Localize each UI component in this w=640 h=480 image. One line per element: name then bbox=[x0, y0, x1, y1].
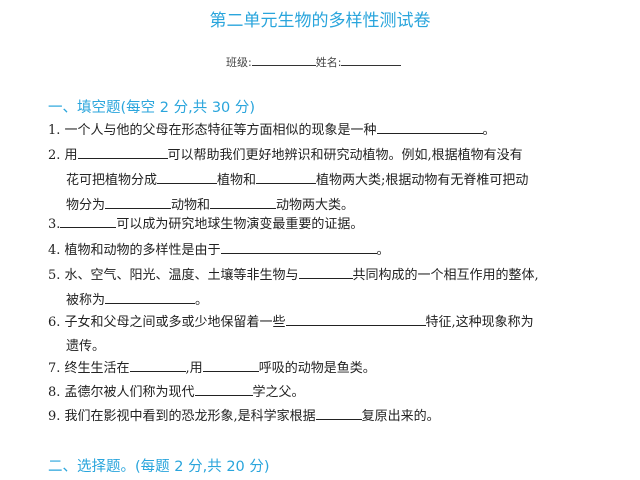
student-info: 班级: 姓名: bbox=[226, 53, 402, 70]
answer-blank[interactable] bbox=[220, 238, 377, 254]
q6-line-1: 6. 子女和父母之间或多或少地保留着一些 特征,这种现象称为 bbox=[48, 310, 534, 335]
q5-text: 共同构成的一个相互作用的整体, bbox=[352, 268, 539, 283]
class-label: 班级: bbox=[226, 56, 252, 69]
q2-text: 动物和 bbox=[171, 198, 211, 213]
q2-line-2: 花可把植物分成 植物和 植物两大类;根据动物有无脊椎可把动 bbox=[48, 168, 528, 193]
answer-blank[interactable] bbox=[285, 310, 426, 326]
q5-line-2: 被称为 。 bbox=[48, 288, 539, 313]
section-heading-multiple-choice: 二、选择题。(每题 2 分,共 20 分) bbox=[48, 459, 270, 475]
answer-blank[interactable] bbox=[202, 356, 259, 372]
question-2: 2. 用 可以帮助我们更好地辨识和研究动植物。例如,根据植物有没有 花可把植物分成… bbox=[48, 143, 528, 218]
q2-text: 花可把植物分成 bbox=[66, 173, 158, 188]
q4-text: 。 bbox=[376, 243, 390, 258]
q8-text: 8. 孟德尔被人们称为现代 bbox=[48, 385, 195, 400]
q2-text: 动物两大类。 bbox=[276, 198, 355, 213]
answer-blank[interactable] bbox=[60, 212, 117, 228]
paper-title: 第二单元生物的多样性测试卷 bbox=[209, 11, 431, 31]
q6-text: 遗传。 bbox=[66, 339, 106, 354]
answer-blank[interactable] bbox=[194, 380, 253, 396]
q2-line-1: 2. 用 可以帮助我们更好地辨识和研究动植物。例如,根据植物有没有 bbox=[48, 143, 528, 168]
q2-text: 植物两大类;根据动物有无脊椎可把动 bbox=[316, 173, 529, 188]
answer-blank[interactable] bbox=[157, 168, 218, 184]
class-field[interactable] bbox=[251, 53, 316, 66]
q2-text: 2. 用 bbox=[48, 148, 78, 163]
q6-line-2: 遗传。 bbox=[48, 335, 534, 359]
question-5: 5. 水、空气、阳光、温度、土壤等非生物与 共同构成的一个相互作用的整体, 被称为… bbox=[48, 263, 539, 313]
question-7: 7. 终生生活在 ,用 呼吸的动物是鱼类。 bbox=[48, 356, 376, 381]
question-6: 6. 子女和父母之间或多或少地保留着一些 特征,这种现象称为 遗传。 bbox=[48, 310, 534, 359]
q6-text: 特征,这种现象称为 bbox=[425, 315, 534, 330]
question-4: 4. 植物和动物的多样性是由于 。 bbox=[48, 238, 390, 263]
q1-text: 1. 一个人与他的父母在形态特征等方面相似的现象是一种 bbox=[48, 123, 377, 138]
q7-text: 7. 终生生活在 bbox=[48, 361, 130, 376]
answer-blank[interactable] bbox=[376, 118, 483, 134]
question-9: 9. 我们在影视中看到的恐龙形象,是科学家根据 复原出来的。 bbox=[48, 404, 440, 429]
question-1: 1. 一个人与他的父母在形态特征等方面相似的现象是一种 。 bbox=[48, 118, 496, 143]
q3-text: 可以成为研究地球生物演变最重要的证据。 bbox=[116, 217, 364, 232]
answer-blank[interactable] bbox=[105, 193, 172, 209]
q5-text: 5. 水、空气、阳光、温度、土壤等非生物与 bbox=[48, 268, 299, 283]
q1-end: 。 bbox=[482, 123, 496, 138]
question-3: 3. 可以成为研究地球生物演变最重要的证据。 bbox=[48, 212, 363, 237]
q8-text: 学之父。 bbox=[252, 385, 305, 400]
question-8: 8. 孟德尔被人们称为现代 学之父。 bbox=[48, 380, 305, 405]
answer-blank[interactable] bbox=[77, 143, 168, 159]
name-field[interactable] bbox=[341, 53, 402, 66]
q5-line-1: 5. 水、空气、阳光、温度、土壤等非生物与 共同构成的一个相互作用的整体, bbox=[48, 263, 539, 288]
q6-text: 6. 子女和父母之间或多或少地保留着一些 bbox=[48, 315, 286, 330]
q7-text: ,用 bbox=[185, 361, 203, 376]
q7-text: 呼吸的动物是鱼类。 bbox=[258, 361, 376, 376]
q2-text: 可以帮助我们更好地辨识和研究动植物。例如,根据植物有没有 bbox=[167, 148, 523, 163]
q4-text: 4. 植物和动物的多样性是由于 bbox=[48, 243, 221, 258]
answer-blank[interactable] bbox=[298, 263, 353, 279]
name-label: 姓名: bbox=[315, 56, 342, 69]
q9-text: 复原出来的。 bbox=[361, 409, 440, 424]
q5-text: 。 bbox=[195, 293, 209, 308]
answer-blank[interactable] bbox=[315, 404, 362, 420]
answer-blank[interactable] bbox=[105, 288, 196, 304]
q2-text: 物分为 bbox=[66, 198, 106, 213]
section-heading-fill-blank: 一、填空题(每空 2 分,共 30 分) bbox=[48, 100, 256, 116]
q5-text: 被称为 bbox=[66, 293, 106, 308]
q3-text: 3. bbox=[48, 217, 61, 232]
q2-text: 植物和 bbox=[217, 173, 257, 188]
answer-blank[interactable] bbox=[210, 193, 277, 209]
answer-blank[interactable] bbox=[256, 168, 317, 184]
q9-text: 9. 我们在影视中看到的恐龙形象,是科学家根据 bbox=[48, 409, 316, 424]
q2-line-3: 物分为 动物和 动物两大类。 bbox=[48, 193, 528, 218]
answer-blank[interactable] bbox=[129, 356, 186, 372]
